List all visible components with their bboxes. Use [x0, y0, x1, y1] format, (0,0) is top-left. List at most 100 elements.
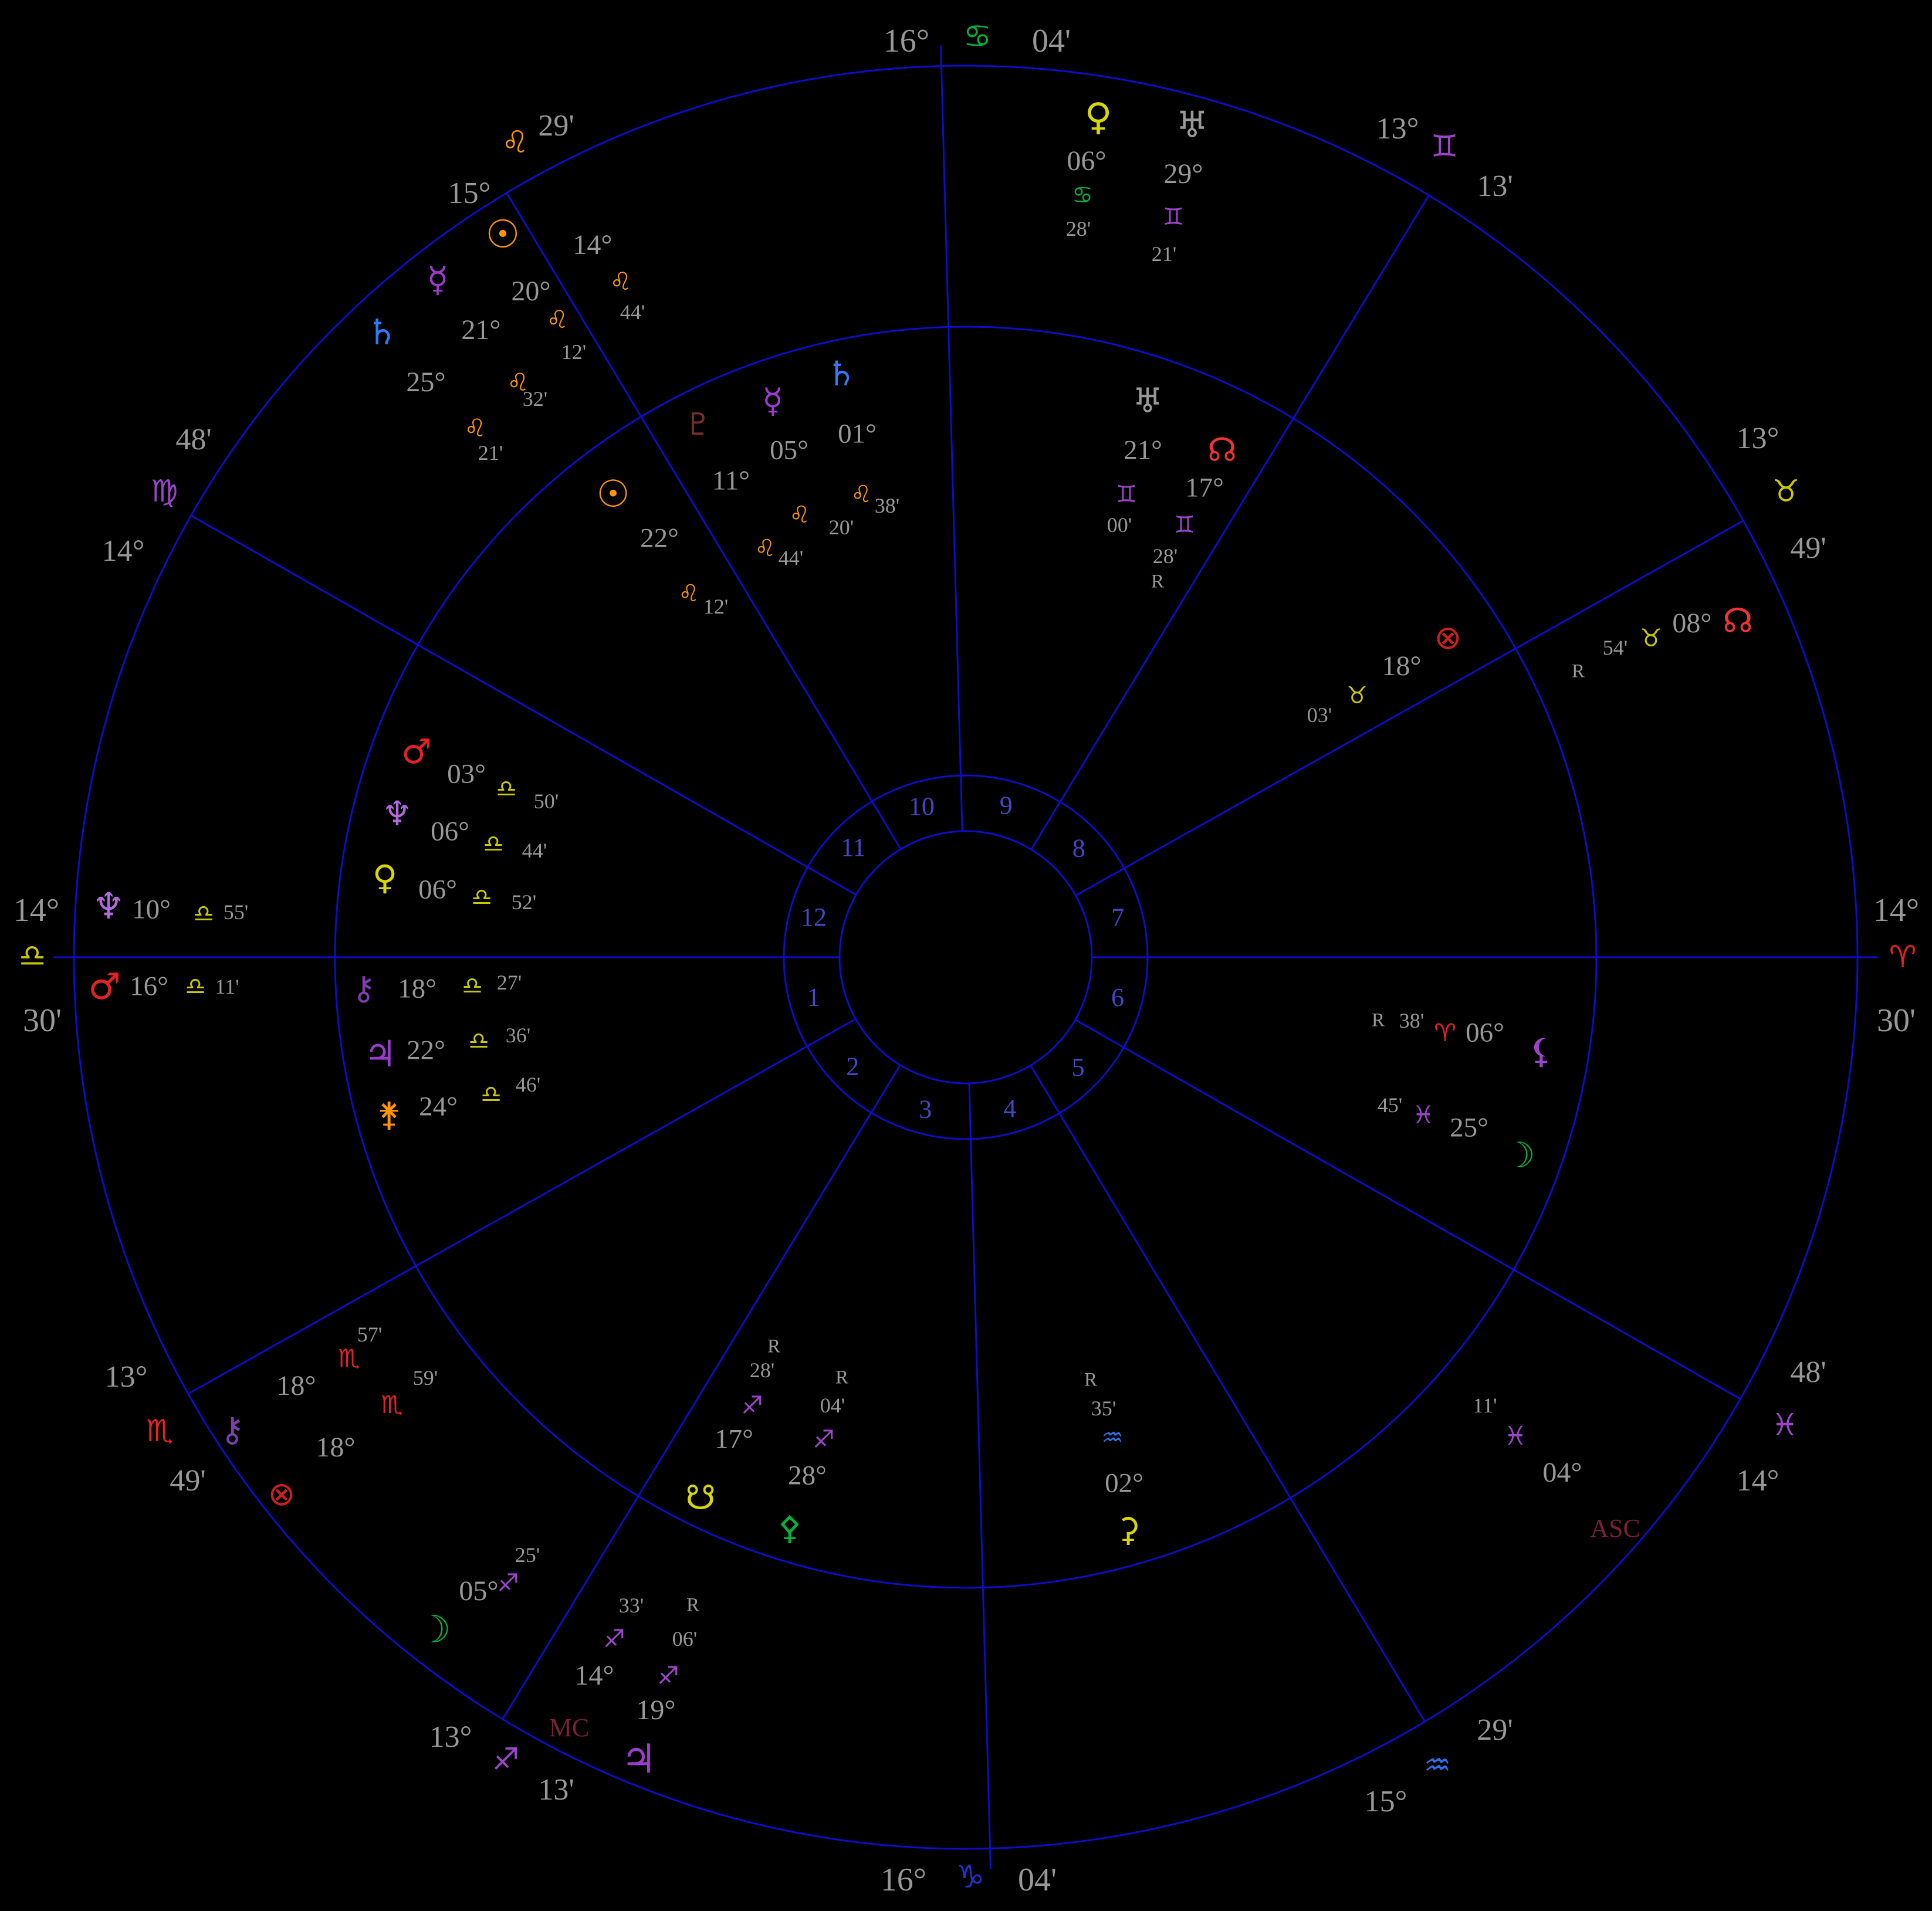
- outer-leo-deg-4: 25°: [406, 367, 446, 398]
- outer-asc-deg: 04°: [1542, 1457, 1582, 1488]
- outer-uranus-min: 21': [1151, 242, 1177, 266]
- mc-cusp-deg: 16°: [883, 23, 930, 59]
- outer-jupiter-glyph: ♃: [621, 1736, 657, 1783]
- inner-mercury-glyph: ☿: [762, 381, 783, 421]
- inner-lilith-rx: R: [1371, 1009, 1385, 1031]
- outer-leo-deg-1: 14°: [573, 229, 613, 260]
- outer-node-sign: ♉: [1640, 624, 1662, 652]
- outer-moon-sign: ♐: [497, 1568, 519, 1597]
- outer-moon-min: 25': [515, 1543, 540, 1567]
- house-number-3: 3: [919, 1095, 932, 1124]
- inner-pluto-sign: ♌: [754, 535, 776, 562]
- inner-snode-deg: 17°: [715, 1424, 753, 1455]
- inner-saturn-min: 38': [874, 494, 900, 517]
- inner-lilith-min: 38': [1399, 1009, 1425, 1032]
- outer-jupiter-rx: R: [686, 1594, 700, 1616]
- inner-jupiter-glyph: ♃: [364, 1032, 397, 1075]
- outer-scorpio-min-1: 57': [357, 1323, 383, 1346]
- house-cusp-line-6: [1075, 1019, 1741, 1400]
- outer-leo-sign-2: ♌: [546, 305, 569, 334]
- outer-leo-sign-1: ♌: [610, 267, 632, 296]
- outer-asc-label: ASC: [1590, 1514, 1640, 1543]
- inner-chiron-deg: 18°: [398, 973, 437, 1004]
- outer-scorpio-deg-2: 18°: [316, 1432, 356, 1463]
- inner-pluto-glyph: ♇: [684, 407, 712, 442]
- inner-ceres-min: 35': [1091, 1397, 1116, 1420]
- outer-asc-sign: ♓: [1504, 1421, 1527, 1451]
- outer-venus-deg: 06°: [1067, 145, 1107, 177]
- inner-mercury-min: 20': [828, 516, 854, 539]
- outer-mc-label: MC: [549, 1713, 590, 1742]
- cusp12-sign: ♍: [150, 474, 178, 509]
- outer-neptune-sign: ♎: [193, 900, 214, 927]
- mc-cusp-sign: ♋: [963, 18, 992, 55]
- outer-node-min: 54': [1602, 636, 1628, 659]
- outer-fortune-glyph: ⊗: [268, 1475, 296, 1513]
- inner-pluto-deg: 11°: [712, 465, 750, 496]
- outer-leo-min-2: 12': [561, 340, 587, 364]
- outer-uranus-sign: ♊: [1163, 204, 1184, 231]
- inner-venus-sign: ♎: [471, 884, 492, 911]
- outer-jupiter-sign: ♐: [657, 1661, 679, 1690]
- inner-chiron-sign: ♎: [462, 973, 483, 999]
- outer-venus-sign: ♋: [1072, 182, 1093, 209]
- outer-moon-deg: 05°: [459, 1575, 499, 1607]
- outer-node-deg: 08°: [1672, 608, 1712, 639]
- cusp9-deg: 13°: [1376, 112, 1419, 145]
- inner-snode-sign: ♐: [741, 1391, 763, 1419]
- inner-node-rx: R: [1151, 571, 1165, 592]
- outer-scorpio-min-2: 59': [412, 1366, 438, 1390]
- asc-cusp-deg: 14°: [13, 892, 60, 929]
- inner-uranus-glyph: ♅: [1132, 381, 1163, 421]
- outer-neptune-min: 55': [223, 900, 249, 924]
- cusp2-deg: 13°: [104, 1360, 148, 1394]
- inner-lilith-sign: ♈: [1434, 1018, 1456, 1047]
- inner-snode-rx: R: [767, 1336, 781, 1357]
- outer-mercury-glyph: ☿: [427, 259, 449, 300]
- inner-fortune-min: 03': [1307, 703, 1332, 727]
- inner-saturn-sign: ♌: [851, 481, 872, 508]
- inner-node-min: 28': [1152, 544, 1178, 568]
- outer-node-glyph: ☊: [1723, 601, 1753, 641]
- ic-cusp-sign: ♑: [956, 1858, 985, 1895]
- inner-uranus-deg: 21°: [1124, 435, 1162, 466]
- inner-moon-sign: ♓: [1412, 1100, 1434, 1129]
- house-number-1: 1: [807, 982, 820, 1011]
- cusp6-min: 48': [1790, 1356, 1826, 1389]
- inner-venus-glyph: ♀: [372, 858, 398, 897]
- house-number-8: 8: [1072, 833, 1085, 862]
- inner-fortune-sign: ♉: [1346, 682, 1368, 709]
- house-number-4: 4: [1003, 1094, 1016, 1123]
- outer-jupiter-deg: 19°: [636, 1695, 676, 1726]
- inner-ceres-rx: R: [1084, 1369, 1098, 1391]
- inner-sun-sign: ♌: [678, 580, 699, 607]
- cusp6-deg: 14°: [1736, 1464, 1779, 1497]
- cusp2-min: 49': [170, 1464, 206, 1497]
- outer-scorpio-sign-2: ♏: [381, 1390, 403, 1419]
- inner-juno-min: 46': [515, 1073, 541, 1096]
- cusp3-deg: 13°: [429, 1720, 472, 1754]
- outer-saturn-glyph: ♄: [366, 312, 398, 353]
- outer-node-rx: R: [1571, 660, 1585, 682]
- outer-venus-min: 28': [1065, 217, 1091, 240]
- ic-cusp-min: 04': [1017, 1862, 1057, 1898]
- inner-fortune-deg: 18°: [1382, 650, 1422, 682]
- cusp9-sign: ♊: [1430, 129, 1459, 164]
- outer-leo-deg-3: 21°: [461, 314, 501, 345]
- cusp11-min: 29': [538, 109, 574, 143]
- inner-ceres-deg: 02°: [1105, 1468, 1143, 1499]
- cusp3-min: 13': [538, 1773, 574, 1807]
- inner-juno-sign: ♎: [481, 1081, 502, 1108]
- inner-pluto-min: 44': [778, 546, 804, 570]
- inner-venus-min: 52': [511, 890, 537, 914]
- outer-leo-deg-2: 20°: [511, 276, 551, 307]
- house-number-5: 5: [1072, 1053, 1085, 1082]
- house-cusp-line-5: [1030, 1065, 1426, 1722]
- dsc-cusp-deg: 14°: [1873, 892, 1920, 929]
- outer-mars-sign: ♎: [185, 973, 206, 1000]
- outer-mars-deg: 16°: [130, 971, 168, 1002]
- dsc-cusp-sign: ♈: [1889, 940, 1917, 975]
- outer-mc-min: 33': [618, 1594, 644, 1617]
- inner-moon-deg: 25°: [1450, 1112, 1488, 1143]
